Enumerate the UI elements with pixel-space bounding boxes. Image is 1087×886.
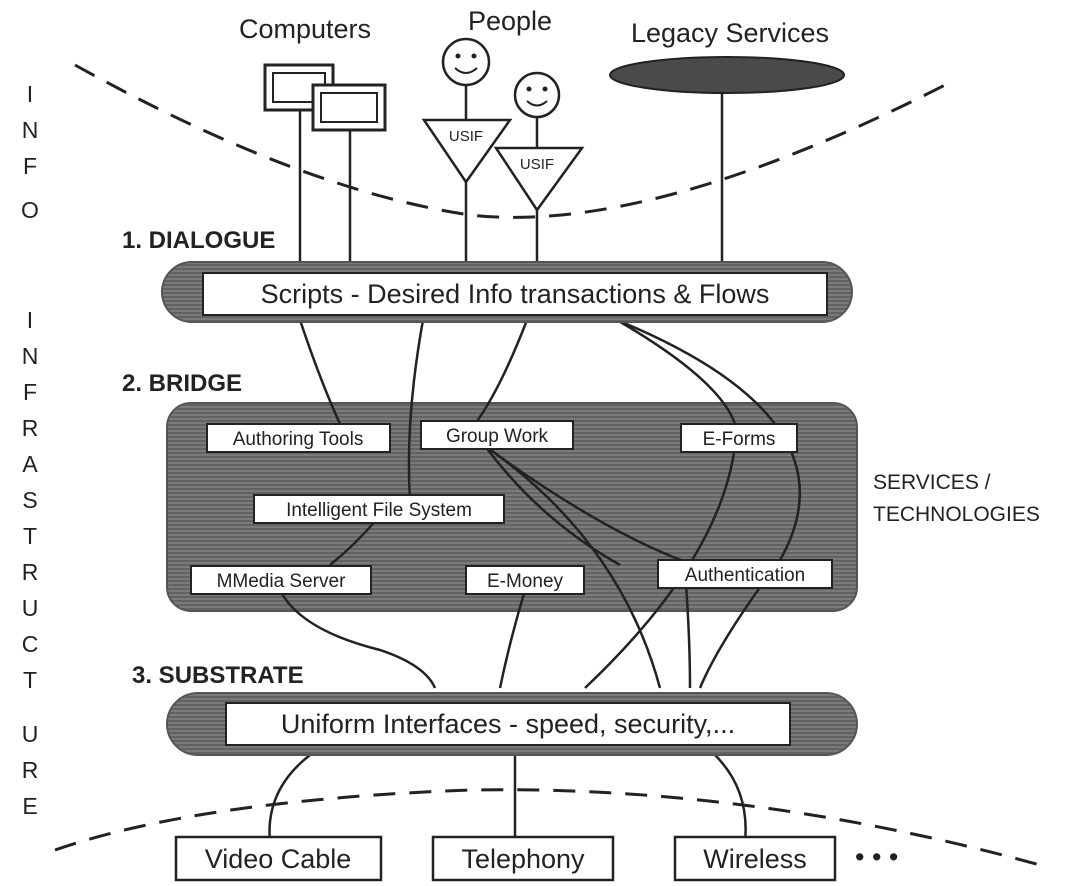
svg-text:N: N [22,117,39,143]
telephony-box: Telephony [431,835,615,882]
svg-text:Wireless: Wireless [703,844,807,874]
technologies-label: TECHNOLOGIES [873,503,1040,526]
people-label: People [468,6,552,36]
svg-text:T: T [23,667,37,693]
substrate-title: 3. SUBSTRATE [132,662,304,689]
svg-text:A: A [22,451,38,477]
intelligent-file-system-box: Intelligent File System [253,494,505,524]
svg-text:USIF: USIF [520,156,554,173]
side-label-infrastructure: I N F R A S T R U C T U R E [22,307,39,819]
person-smiley-icon [441,37,491,87]
e-forms-box: E-Forms [680,423,798,453]
group-work-box: Group Work [420,420,574,450]
bridge-title: 2. BRIDGE [122,370,242,397]
svg-text:E: E [22,793,37,819]
svg-text:I: I [27,81,33,107]
usif-triangle: USIF [493,146,585,213]
svg-text:E-Forms: E-Forms [703,429,776,450]
svg-text:E-Money: E-Money [487,571,564,592]
dialogue-title: 1. DIALOGUE [122,227,275,254]
svg-text:Video Cable: Video Cable [205,844,352,874]
usif-triangle: USIF [421,118,513,185]
svg-text:R: R [22,757,39,783]
legacy-services-ellipse [609,56,845,94]
ellipsis-dots: • • • [855,842,898,872]
substrate-bar-text: Uniform Interfaces - speed, security,... [281,709,735,739]
authoring-tools-box: Authoring Tools [206,423,391,453]
svg-text:N: N [22,343,39,369]
mmedia-server-box: MMedia Server [190,565,372,595]
svg-text:F: F [23,379,37,405]
e-money-box: E-Money [465,565,585,595]
svg-text:MMedia Server: MMedia Server [217,571,346,592]
svg-text:USIF: USIF [449,128,483,145]
svg-text:I: I [27,307,33,333]
svg-text:R: R [22,415,39,441]
dialogue-bar-text: Scripts - Desired Info transactions & Fl… [261,279,770,309]
upper-boundary-curve [74,63,946,219]
svg-text:Authentication: Authentication [685,565,805,586]
authentication-box: Authentication [657,559,833,589]
svg-text:Authoring Tools: Authoring Tools [233,429,364,450]
svg-text:F: F [23,153,37,179]
substrate-bar-label-box [225,702,791,746]
lower-boundary-curve [54,788,1041,867]
legacy-services-label: Legacy Services [631,18,829,48]
video-cable-box: Video Cable [174,835,383,882]
svg-text:U: U [22,721,39,747]
svg-text:C: C [22,631,39,657]
svg-text:Intelligent File System: Intelligent File System [286,500,472,521]
services-label: SERVICES / [873,471,991,494]
dialogue-bar-label-box [202,272,828,316]
computer-monitor-icon [311,83,387,132]
person-smiley-icon [513,71,561,119]
svg-text:Telephony: Telephony [461,844,585,874]
side-label-info: I N F O [21,81,39,223]
svg-text:Group Work: Group Work [446,426,549,447]
svg-text:R: R [22,559,39,585]
svg-text:O: O [21,197,39,223]
computers-label: Computers [239,14,371,44]
svg-text:S: S [22,487,37,513]
svg-text:U: U [22,595,39,621]
svg-text:T: T [23,523,37,549]
top-connectors [298,85,724,265]
wireless-box: Wireless [673,835,837,882]
